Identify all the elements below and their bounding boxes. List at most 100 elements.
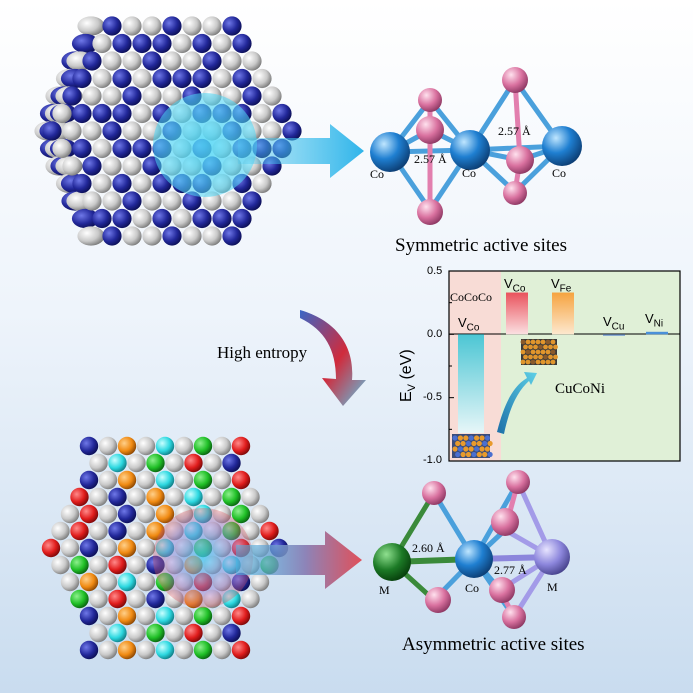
atom: [98, 504, 118, 524]
atom: [136, 538, 156, 558]
atom: [82, 191, 102, 211]
atom: [193, 436, 213, 456]
inset-atom: [455, 440, 461, 447]
atom: [132, 208, 152, 229]
pink-atom: [491, 508, 519, 536]
atom: [152, 68, 172, 89]
atom: [241, 487, 260, 507]
atom: [79, 640, 99, 660]
atom: [62, 121, 82, 141]
m-atom-green: [373, 543, 411, 581]
inset-atom: [520, 339, 526, 345]
atom: [155, 640, 175, 660]
atom: [250, 504, 270, 524]
atom: [174, 436, 194, 456]
atom: [117, 538, 137, 558]
atom: [155, 606, 175, 626]
atom: [165, 623, 184, 643]
atom: [203, 487, 222, 507]
inset-atom: [543, 344, 548, 350]
inset-atom: [452, 446, 458, 452]
atom: [127, 521, 146, 541]
atom: [89, 453, 108, 473]
inset-atom: [540, 349, 546, 355]
pink-atom: [502, 67, 528, 93]
atom: [222, 487, 241, 507]
atom: [262, 121, 282, 141]
inset-atom: [465, 451, 472, 458]
inset-atom: [550, 339, 556, 345]
arrow-top: [238, 124, 364, 178]
label-m-left: M: [379, 583, 390, 597]
atom: [242, 51, 262, 71]
atom: [212, 640, 232, 660]
atom: [72, 173, 92, 194]
atom: [193, 640, 213, 660]
atom: [182, 226, 202, 246]
co-atom: [450, 130, 490, 170]
atom: [222, 51, 242, 71]
highlight-glow-bottom: [153, 508, 253, 608]
ytick-2: -0.5: [423, 391, 442, 403]
atom: [89, 487, 108, 507]
atom: [122, 226, 142, 246]
atom: [92, 33, 112, 54]
atom: [72, 138, 92, 159]
atom: [71, 33, 100, 54]
bar-v-co-0: [458, 334, 484, 434]
atom: [232, 68, 252, 89]
atom: [79, 572, 99, 592]
atom: [232, 208, 252, 229]
atom: [72, 103, 92, 124]
atom: [98, 606, 118, 626]
inset-atom: [523, 344, 528, 350]
bar-v-co-1: [506, 292, 528, 335]
atom: [102, 156, 122, 176]
atom: [222, 453, 241, 473]
atom: [184, 623, 203, 643]
inset-atom: [535, 349, 541, 355]
atom: [142, 191, 162, 211]
bar-label-vco-2: VCo: [504, 276, 526, 295]
pink-atom: [506, 146, 534, 174]
atom: [89, 589, 108, 609]
atom: [112, 208, 132, 229]
inset-atom: [474, 435, 480, 441]
atom: [212, 33, 232, 54]
inset-atom: [525, 349, 531, 355]
inset-atom: [468, 446, 474, 452]
inset-atom: [452, 435, 458, 441]
inset-atom: [463, 435, 469, 441]
inset-atom: [548, 344, 553, 350]
atom: [172, 68, 192, 89]
inset-atom: [460, 451, 466, 458]
atom: [71, 208, 100, 229]
atom: [117, 572, 137, 592]
atom: [231, 606, 251, 626]
inset-atom: [528, 344, 533, 350]
inset-atom: [482, 440, 488, 447]
inset-atom: [465, 440, 472, 447]
atom: [165, 487, 184, 507]
inset-atom: [460, 440, 466, 447]
atom: [108, 453, 127, 473]
atom: [222, 623, 241, 643]
atom: [241, 589, 260, 609]
atom: [42, 121, 62, 141]
inset-atom: [457, 435, 463, 441]
inset-atom: [550, 349, 556, 355]
atom: [89, 623, 108, 643]
atom: [102, 51, 122, 71]
atom: [82, 156, 102, 176]
inset-atom: [476, 440, 482, 447]
chart-ylabel: EV (eV): [398, 349, 419, 402]
atom: [112, 173, 132, 194]
inset-atom: [540, 359, 546, 365]
atom: [202, 51, 222, 71]
atom: [117, 470, 137, 490]
inset-atom: [530, 339, 536, 345]
bar-label-vco-1: VCo: [458, 315, 480, 334]
atom: [165, 453, 184, 473]
atom: [98, 572, 118, 592]
label-co-left: Co: [370, 167, 385, 181]
